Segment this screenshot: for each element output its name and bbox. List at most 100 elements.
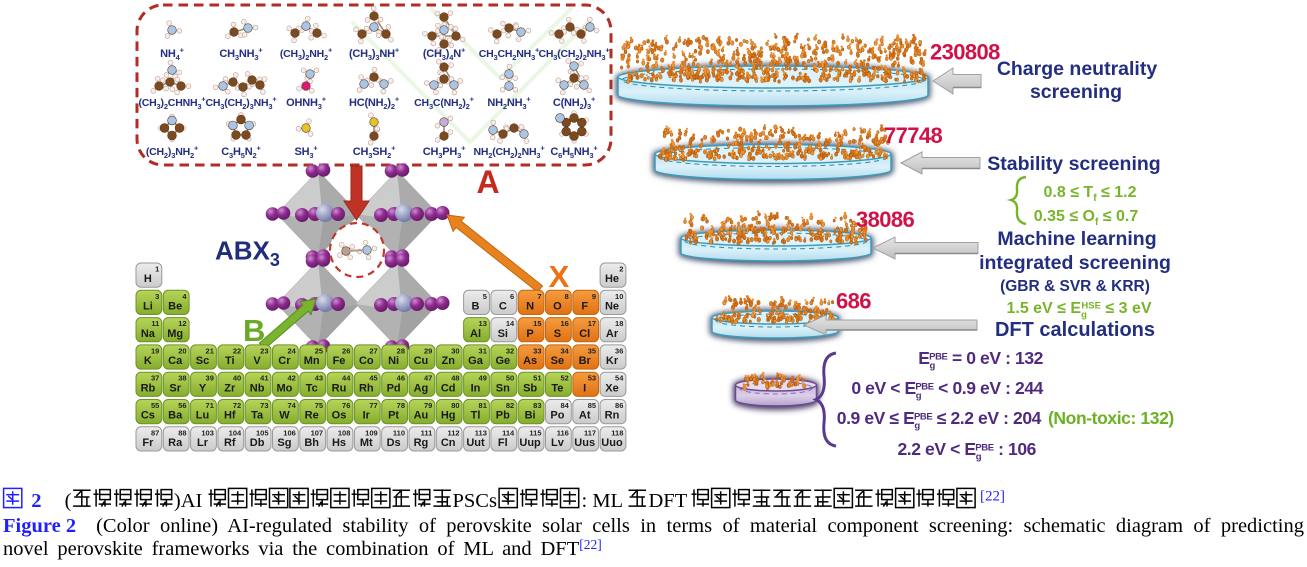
svg-text:I: I	[583, 382, 586, 394]
svg-text:16: 16	[560, 319, 568, 328]
svg-text:Kr: Kr	[606, 355, 619, 367]
svg-text:ABX3: ABX3	[215, 236, 280, 271]
svg-text:He: He	[605, 273, 619, 285]
svg-text:F: F	[581, 301, 588, 313]
svg-text:C3H5N2+: C3H5N2+	[221, 144, 261, 161]
svg-text:CH3CH2NH3+: CH3CH2NH3+	[479, 46, 540, 63]
svg-text:110: 110	[393, 428, 405, 437]
svg-text:7: 7	[537, 292, 541, 301]
svg-text:[22]: [22]	[980, 489, 1005, 505]
svg-text:109: 109	[365, 428, 378, 437]
svg-text:N: N	[526, 301, 534, 313]
svg-text:88: 88	[178, 428, 186, 437]
svg-text:(Non-toxic: 132): (Non-toxic: 132)	[1048, 408, 1174, 428]
svg-text:Uut: Uut	[466, 437, 485, 449]
svg-text:15: 15	[533, 319, 541, 328]
svg-text:43: 43	[315, 374, 323, 383]
svg-text:230808: 230808	[930, 40, 1000, 65]
svg-text:47: 47	[424, 374, 432, 383]
svg-text:10: 10	[615, 292, 623, 301]
svg-text:Rb: Rb	[141, 382, 156, 394]
svg-text:30: 30	[451, 346, 459, 355]
svg-text:Hf: Hf	[224, 410, 236, 422]
svg-text:: ML: : ML	[582, 490, 624, 512]
svg-text:Rf: Rf	[224, 437, 236, 449]
svg-text:0.9 eV ≤ EgPBE ≤ 2.2 eV : 204: 0.9 eV ≤ EgPBE ≤ 2.2 eV : 204	[837, 408, 1042, 432]
svg-text:CH3(CH2)2NH3+: CH3(CH2)2NH3+	[538, 46, 610, 63]
svg-text:108: 108	[338, 428, 351, 437]
svg-text:(GBR & SVR & KRR): (GBR & SVR & KRR)	[1000, 278, 1150, 295]
svg-text:52: 52	[560, 374, 568, 383]
svg-text:29: 29	[424, 346, 432, 355]
svg-text:K: K	[144, 355, 152, 367]
svg-text:6: 6	[510, 292, 514, 301]
svg-text:Al: Al	[470, 328, 481, 340]
svg-text:Bi: Bi	[525, 410, 536, 422]
svg-text:NH4+: NH4+	[160, 46, 184, 63]
svg-text:Cr: Cr	[278, 355, 291, 367]
svg-text:71: 71	[206, 401, 214, 410]
svg-text:Fe: Fe	[333, 355, 346, 367]
svg-text:Sn: Sn	[496, 382, 510, 394]
svg-text:C6H5NH3+: C6H5NH3+	[550, 144, 598, 161]
svg-text:Be: Be	[168, 301, 182, 313]
svg-text:Sc: Sc	[196, 355, 209, 367]
svg-text:(CH3)4N+: (CH3)4N+	[423, 46, 466, 63]
svg-text:78: 78	[397, 401, 405, 410]
svg-text:)AI: )AI	[174, 490, 203, 512]
svg-text:112: 112	[447, 428, 459, 437]
svg-text:DFT: DFT	[649, 490, 688, 512]
svg-text:19: 19	[151, 346, 159, 355]
svg-text:111: 111	[421, 428, 433, 437]
svg-text:107: 107	[311, 428, 324, 437]
svg-text:86: 86	[615, 401, 623, 410]
svg-text:Ta: Ta	[251, 410, 264, 422]
svg-text:Si: Si	[498, 328, 508, 340]
svg-text:4: 4	[182, 292, 187, 301]
svg-text:0.35 ≤ Of ≤ 0.7: 0.35 ≤ Of ≤ 0.7	[1034, 208, 1139, 228]
svg-text:Y: Y	[199, 382, 207, 394]
svg-text:Mt: Mt	[360, 437, 373, 449]
svg-text:38: 38	[178, 374, 186, 383]
svg-text:In: In	[471, 382, 481, 394]
svg-text:11: 11	[151, 319, 159, 328]
svg-text:Tl: Tl	[471, 410, 481, 422]
svg-text:77748: 77748	[884, 123, 943, 148]
svg-text:103: 103	[201, 428, 214, 437]
svg-text:85: 85	[588, 401, 596, 410]
svg-text:Ca: Ca	[168, 355, 183, 367]
svg-text:Fl: Fl	[498, 437, 508, 449]
svg-text:Au: Au	[414, 410, 429, 422]
svg-text:27: 27	[369, 346, 377, 355]
svg-text:17: 17	[588, 319, 596, 328]
svg-text:12: 12	[178, 319, 186, 328]
svg-text:2: 2	[619, 265, 623, 274]
svg-text:A: A	[476, 164, 499, 200]
svg-text:Mn: Mn	[304, 355, 320, 367]
svg-text:DFT calculations: DFT calculations	[995, 319, 1155, 341]
svg-text:Ra: Ra	[168, 437, 183, 449]
svg-text:25: 25	[315, 346, 323, 355]
svg-text:Se: Se	[551, 355, 564, 367]
svg-text:51: 51	[533, 374, 541, 383]
svg-text:56: 56	[178, 401, 186, 410]
svg-text:Sr: Sr	[169, 382, 181, 394]
svg-text:B: B	[472, 301, 480, 313]
svg-text:72: 72	[233, 401, 241, 410]
svg-text:Sb: Sb	[523, 382, 537, 394]
svg-text:24: 24	[287, 346, 296, 355]
svg-text:87: 87	[151, 428, 159, 437]
svg-text:106: 106	[283, 428, 296, 437]
svg-text:NH2(CH2)2NH3+: NH2(CH2)2NH3+	[473, 144, 545, 161]
svg-text:0 eV < EgPBE < 0.9 eV : 244: 0 eV < EgPBE < 0.9 eV : 244	[851, 378, 1043, 402]
svg-text:42: 42	[287, 374, 295, 383]
svg-text:104: 104	[229, 428, 242, 437]
svg-text:8: 8	[565, 292, 569, 301]
svg-text:Po: Po	[550, 410, 564, 422]
svg-text:Os: Os	[332, 410, 347, 422]
svg-text:Li: Li	[143, 301, 153, 313]
svg-text:74: 74	[287, 401, 296, 410]
svg-text:41: 41	[260, 374, 268, 383]
svg-text:Uup: Uup	[519, 437, 541, 449]
svg-text:48: 48	[451, 374, 459, 383]
